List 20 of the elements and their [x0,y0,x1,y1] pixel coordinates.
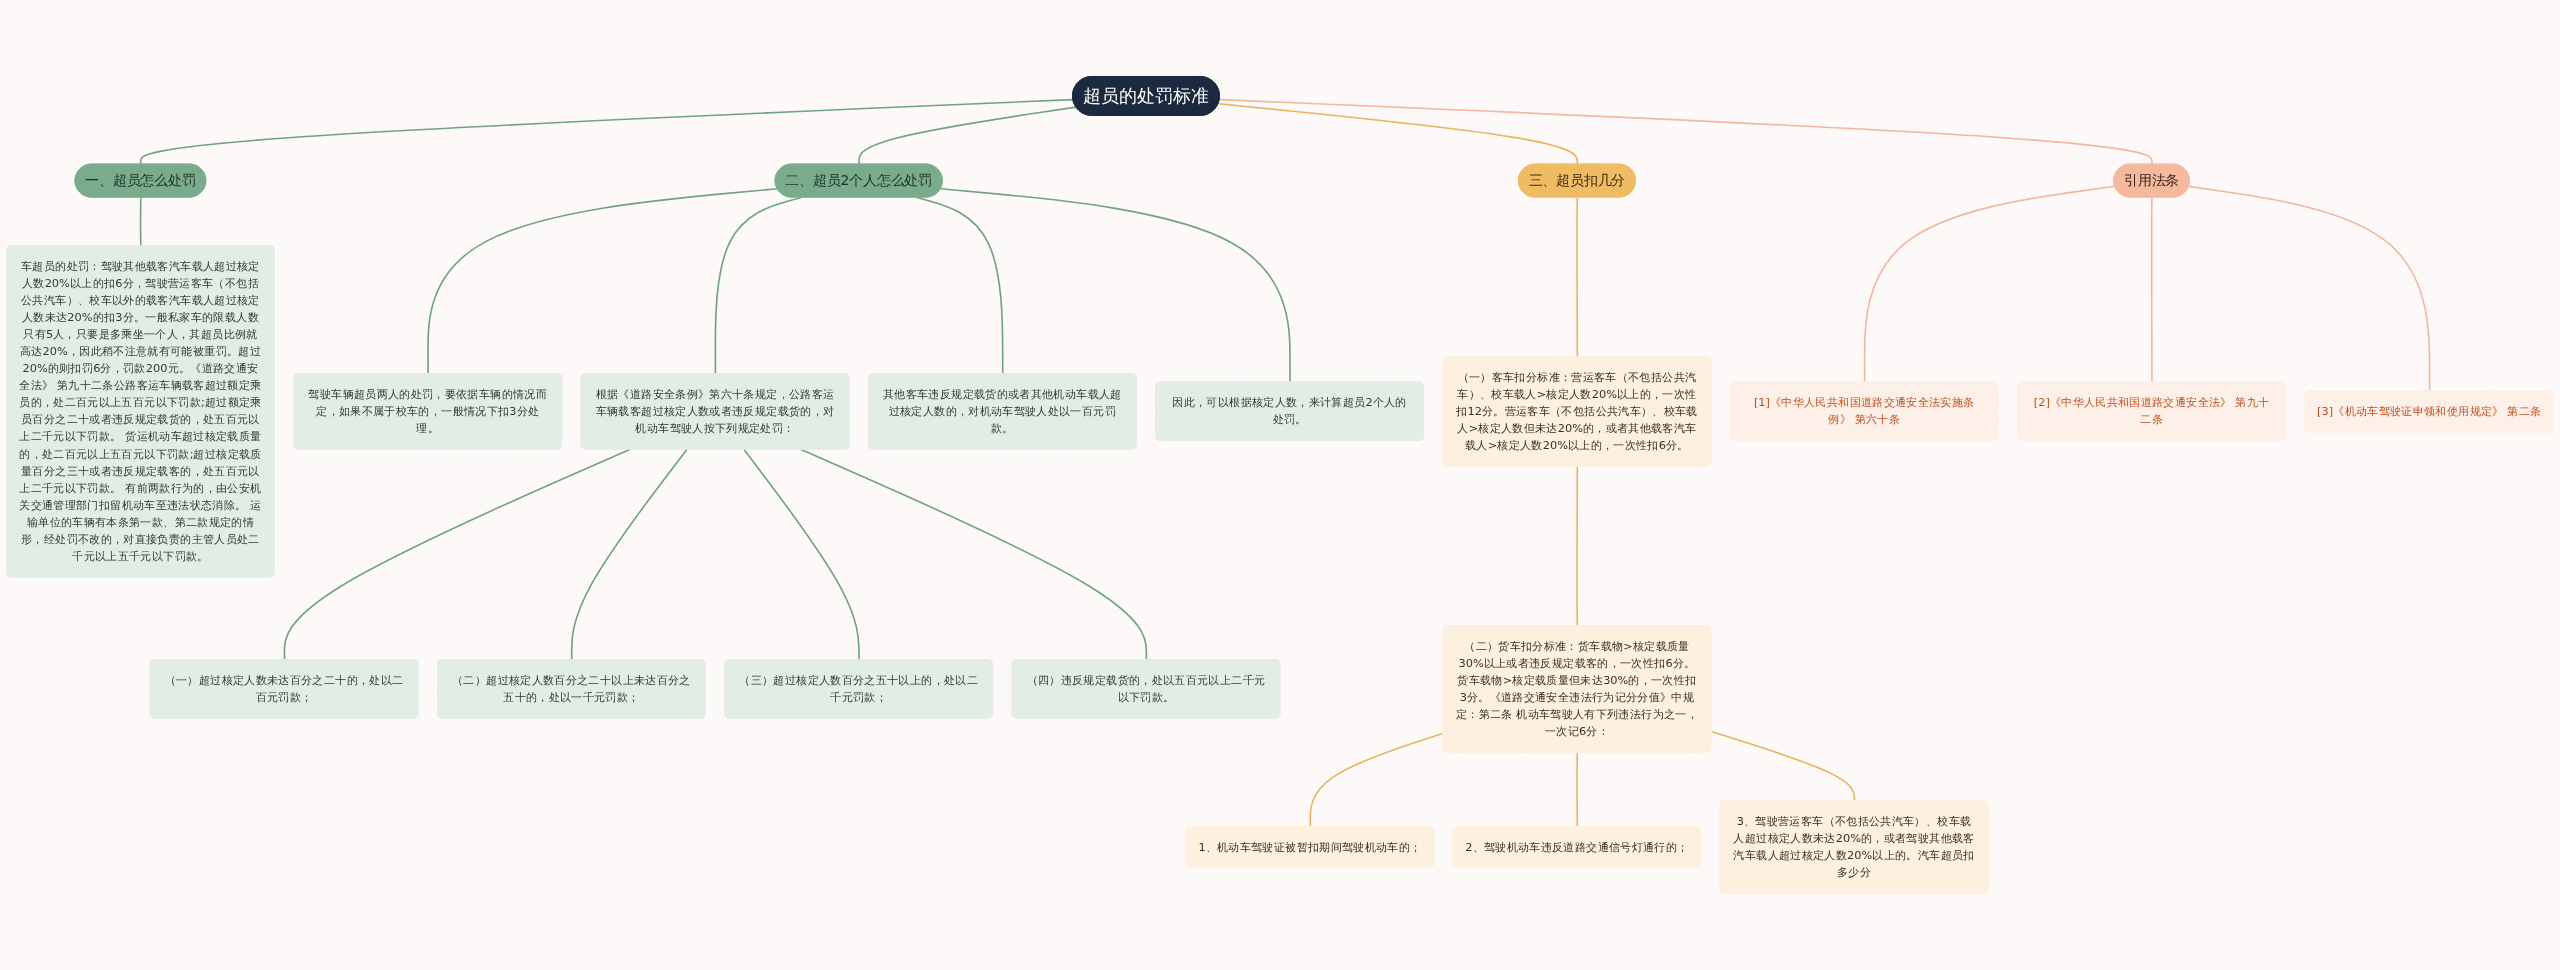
connector [714,196,802,375]
connector [858,106,1077,166]
connector [139,98,1074,166]
connector [939,188,1291,384]
connector [1309,732,1445,828]
connector [1576,465,1579,627]
connector [570,448,688,661]
connector [800,448,1148,661]
connector [2188,185,2431,392]
connector [1863,185,2116,384]
connector [1218,98,2153,166]
connector [1217,102,1579,166]
connector [1576,751,1579,828]
connector [2150,196,2153,384]
connector [743,448,860,661]
connector [916,196,1004,375]
connector [283,448,631,661]
connector [139,196,142,247]
connector [427,188,779,375]
connector [1576,196,1579,358]
